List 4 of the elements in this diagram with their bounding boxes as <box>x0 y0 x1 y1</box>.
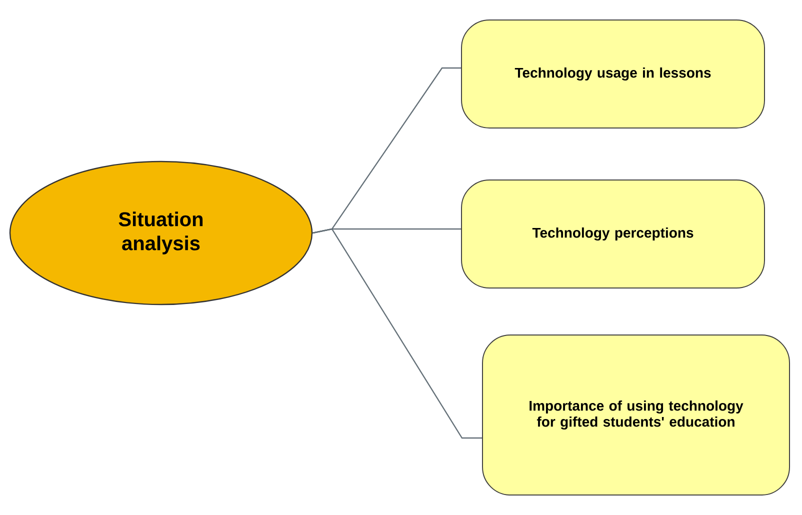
rounded-box: Technology usage in lessons <box>461 20 765 128</box>
rounded-box: Technology perceptions <box>461 180 765 288</box>
rounded-box: Importance of using technology for gifted students' education <box>482 334 790 496</box>
connector-line <box>312 228 482 439</box>
